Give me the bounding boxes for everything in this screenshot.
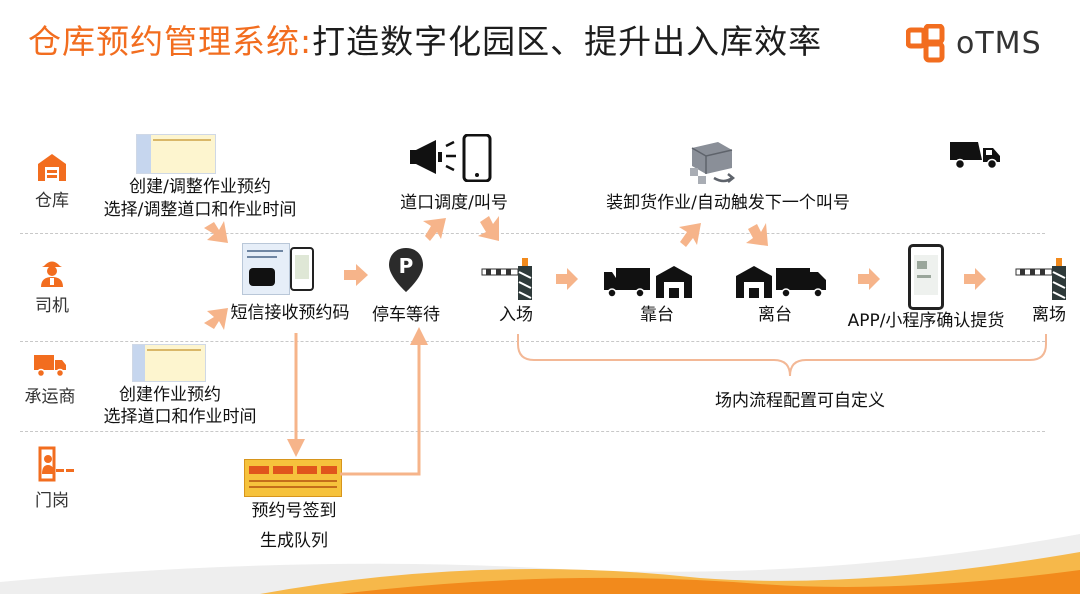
exit-barrier-gate-icon: [1015, 258, 1066, 300]
step-enter: 入场: [499, 305, 533, 325]
truck-leaving-dock-icon: [736, 266, 826, 298]
mobile-app-icon: [908, 244, 944, 310]
arrow-right-3: [858, 268, 880, 290]
truck-at-dock-icon: [604, 266, 692, 298]
step-warehouse-line1: 创建/调整作业预约: [129, 177, 271, 197]
barrier-gate-icon: [481, 258, 532, 300]
bracket-label: 场内流程配置可自定义: [715, 391, 885, 411]
decorative-wave: [0, 534, 1080, 594]
step-carrier-line2: 选择道口和作业时间: [103, 407, 257, 427]
step-exit: 离场: [1032, 305, 1066, 325]
connector-gate-to-parking: [340, 327, 428, 476]
lane-divider: [20, 431, 1045, 432]
role-warehouse-label: 仓库: [35, 191, 69, 211]
megaphone-phone-icon: [410, 134, 492, 182]
lane-divider: [20, 341, 1045, 342]
queue-screenshot-thumbnail: [244, 459, 342, 497]
step-dock-on: 靠台: [640, 305, 674, 325]
role-driver: 司机: [12, 257, 92, 316]
page-title: 仓库预约管理系统:打造数字化园区、提升出入库效率: [28, 20, 868, 64]
step-sms: 短信接收预约码: [230, 303, 350, 323]
arrow-down-right: [204, 221, 228, 243]
step-gate-line1: 预约号签到: [251, 501, 337, 521]
title-main: 打造数字化园区、提升出入库效率: [312, 22, 823, 61]
otms-logo-icon: [905, 23, 945, 63]
role-warehouse: 仓库: [12, 152, 92, 211]
role-driver-label: 司机: [35, 296, 69, 316]
title-accent: 仓库预约管理系统:: [28, 22, 313, 61]
step-loading: 装卸货作业/自动触发下一个叫号: [606, 193, 850, 213]
phone-icon: [290, 247, 314, 291]
arrow-right-4: [964, 268, 986, 290]
sms-screenshot-thumbnail: [242, 243, 290, 295]
logo-text: oTMS: [956, 26, 1042, 61]
role-carrier-label: 承运商: [24, 387, 76, 407]
carrier-screenshot-thumbnail: [132, 344, 206, 382]
step-dock-dispatch: 道口调度/叫号: [400, 193, 508, 213]
otms-logo: oTMS: [905, 23, 1056, 66]
gate-guard-icon: [38, 446, 74, 482]
arrow-right-2: [556, 268, 578, 290]
parking-pin-icon: P: [389, 248, 423, 292]
arrow-up-right-2: [423, 218, 446, 241]
truck-icon: [34, 355, 66, 378]
driver-icon: [41, 261, 63, 287]
role-gate: 门岗: [12, 446, 92, 511]
warehouse-icon: [38, 154, 66, 181]
dump-truck-icon: [950, 142, 1000, 170]
lane-divider: [20, 233, 1045, 234]
arrow-right: [344, 264, 368, 286]
step-gate-line2: 生成队列: [260, 531, 328, 551]
role-carrier: 承运商: [10, 352, 90, 407]
step-carrier-line1: 创建作业预约: [119, 385, 221, 405]
arrow-down-right-2: [478, 216, 499, 241]
step-app-confirm: APP/小程序确认提货: [847, 311, 1005, 331]
step-parking: 停车等待: [372, 305, 440, 325]
arrow-down-right-3: [746, 223, 768, 246]
step-dock-off: 离台: [758, 305, 792, 325]
step-warehouse-line2: 选择/调整道口和作业时间: [103, 200, 297, 220]
role-gate-label: 门岗: [35, 491, 69, 511]
warehouse-screenshot-thumbnail: [136, 134, 216, 174]
arrow-up-right-3: [679, 223, 701, 247]
forklift-loading-icon: [690, 142, 736, 184]
svg-text:P: P: [399, 254, 414, 278]
